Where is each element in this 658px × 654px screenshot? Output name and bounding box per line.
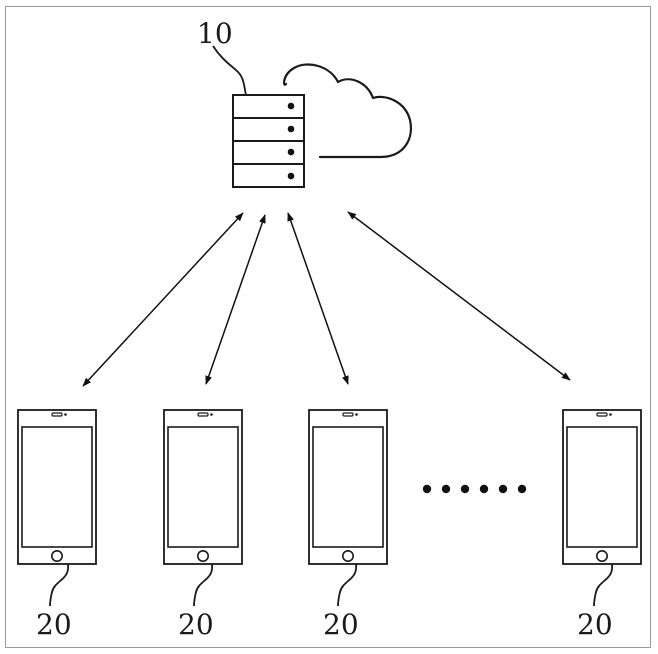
smartphone-icon — [163, 409, 243, 565]
connection-arrow-1 — [82, 212, 244, 387]
terminal-ref-label: 20 — [178, 608, 214, 641]
terminal-phone-3: 20 — [308, 409, 388, 641]
server-leader-line — [212, 45, 247, 96]
smartphone-icon — [17, 409, 97, 565]
terminal-ref-label: 20 — [577, 608, 613, 641]
server-ref-label: 10 — [197, 17, 233, 50]
connection-arrow-4 — [347, 211, 571, 381]
connection-arrow-2 — [205, 214, 266, 385]
cloud-icon — [282, 63, 412, 159]
diagram-frame — [5, 6, 651, 648]
connection-arrow-3 — [287, 212, 349, 385]
terminal-ref-label: 20 — [36, 608, 72, 641]
smartphone-icon — [308, 409, 388, 565]
server-rack-icon — [232, 94, 305, 188]
terminal-phone-2: 20 — [163, 409, 243, 641]
smartphone-icon — [562, 409, 642, 565]
terminal-phone-4: 20 — [562, 409, 642, 641]
terminal-ref-label: 20 — [323, 608, 359, 641]
terminal-phone-1: 20 — [17, 409, 97, 641]
ellipsis-dots — [422, 484, 527, 494]
